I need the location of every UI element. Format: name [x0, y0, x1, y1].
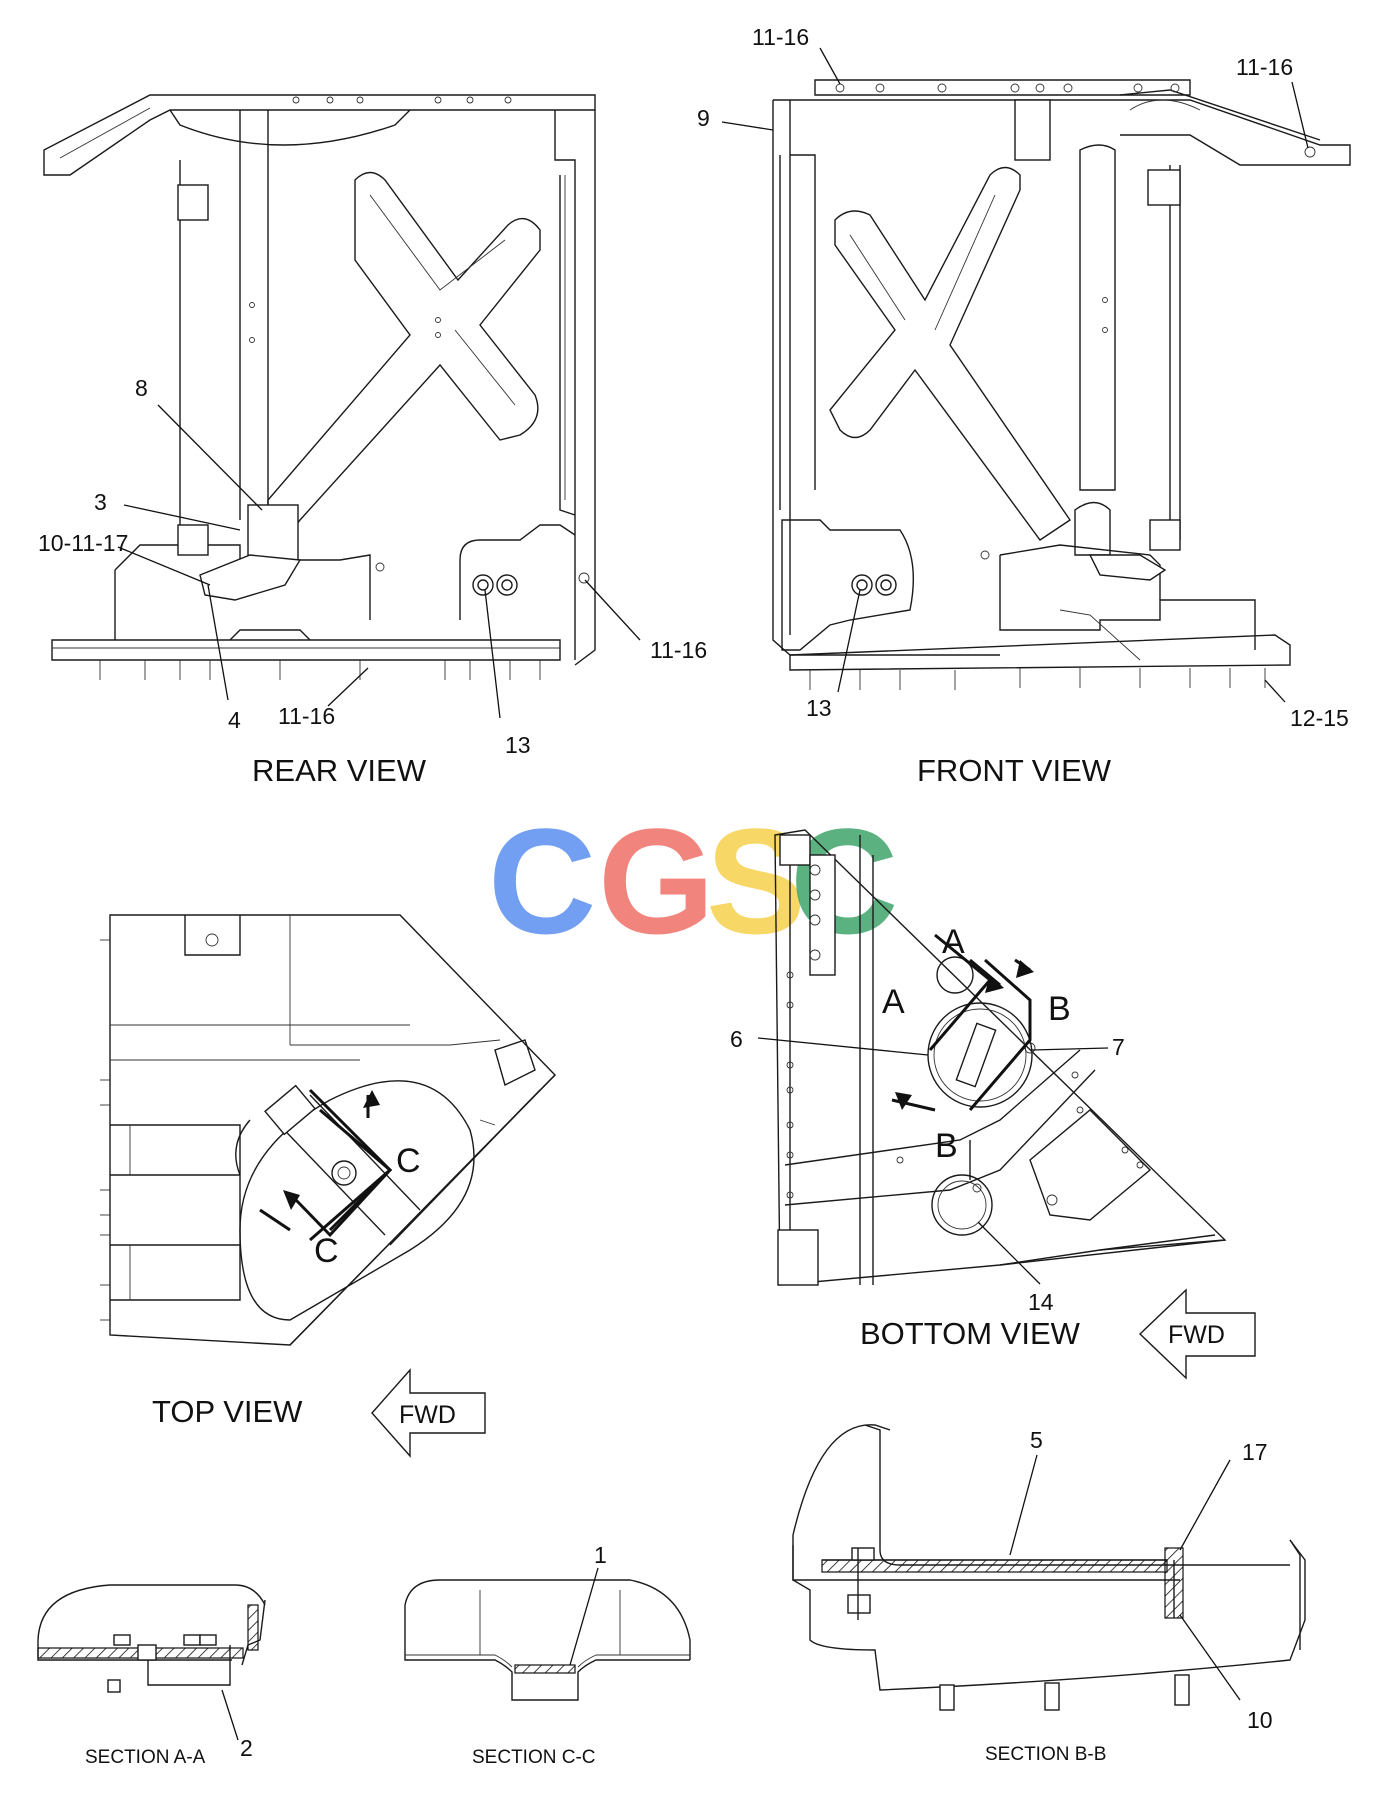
- section-c-c-callout-1: 1: [594, 1542, 607, 1568]
- rear-callout-11-16-right: 11-16: [650, 637, 707, 663]
- rear-callout-3: 3: [94, 489, 107, 515]
- bottom-callout-14: 14: [1028, 1289, 1054, 1315]
- front-callout-11-16-left: 11-16: [752, 24, 809, 50]
- front-view-title: FRONT VIEW: [917, 753, 1112, 788]
- rear-callout-10-11-17: 10-11-17: [38, 530, 128, 556]
- front-callout-11-16-right: 11-16: [1236, 54, 1293, 80]
- section-b-b-callout-5: 5: [1030, 1427, 1043, 1453]
- bottom-view: A A B B 6 7 14 BOTTOM VIEW FWD: [730, 829, 1256, 1380]
- rear-callout-8: 8: [135, 375, 148, 401]
- watermark-letter-c2: C: [790, 797, 898, 965]
- rear-callout-13: 13: [505, 732, 531, 758]
- watermark-letter-c1: C: [488, 797, 596, 965]
- bottom-fwd-arrow-icon: [1138, 1288, 1256, 1380]
- front-callout-9: 9: [697, 105, 710, 131]
- section-a-a-title: SECTION A-A: [85, 1747, 206, 1768]
- bottom-section-label-a-lower: A: [882, 983, 905, 1021]
- rear-callout-4: 4: [228, 707, 241, 733]
- rear-view: 8 3 10-11-17 4 11-16 13 11-16 REAR VIEW: [38, 94, 707, 788]
- section-b-b: 5 17 10 SECTION B-B: [792, 1424, 1306, 1765]
- rear-view-title: REAR VIEW: [252, 753, 427, 788]
- rear-callout-11-16-bottom: 11-16: [278, 703, 335, 729]
- section-c-c: 1 SECTION C-C: [404, 1542, 691, 1768]
- top-fwd-arrow-icon: [371, 1368, 486, 1458]
- top-view-title: TOP VIEW: [152, 1394, 303, 1429]
- section-a-a: 2 SECTION A-A: [37, 1584, 266, 1768]
- watermark-letter-g: G: [598, 797, 715, 965]
- bottom-section-label-b-lower: B: [935, 1127, 958, 1165]
- bottom-section-label-b-upper: B: [1048, 990, 1071, 1028]
- bottom-section-label-a-upper: A: [942, 923, 965, 961]
- top-fwd-label: FWD: [399, 1401, 456, 1429]
- bottom-fwd-label: FWD: [1168, 1321, 1225, 1349]
- front-callout-12-15: 12-15: [1290, 705, 1349, 731]
- top-view: C C TOP VIEW FWD: [100, 914, 556, 1458]
- section-b-b-callout-10: 10: [1247, 1707, 1273, 1733]
- section-a-a-callout-2: 2: [240, 1735, 253, 1761]
- bottom-callout-7: 7: [1112, 1034, 1125, 1060]
- top-section-label-c-lower: C: [314, 1232, 339, 1270]
- section-c-c-title: SECTION C-C: [472, 1747, 596, 1768]
- bottom-view-title: BOTTOM VIEW: [860, 1316, 1081, 1351]
- front-view: 11-16 11-16 9 13 12-15 FRONT VIEW: [697, 24, 1351, 788]
- front-callout-13: 13: [806, 695, 832, 721]
- section-b-b-callout-17: 17: [1242, 1439, 1268, 1465]
- top-section-label-c-upper: C: [396, 1142, 421, 1180]
- watermark: C G S C: [488, 797, 898, 965]
- section-b-b-title: SECTION B-B: [985, 1744, 1106, 1765]
- bottom-callout-6: 6: [730, 1026, 743, 1052]
